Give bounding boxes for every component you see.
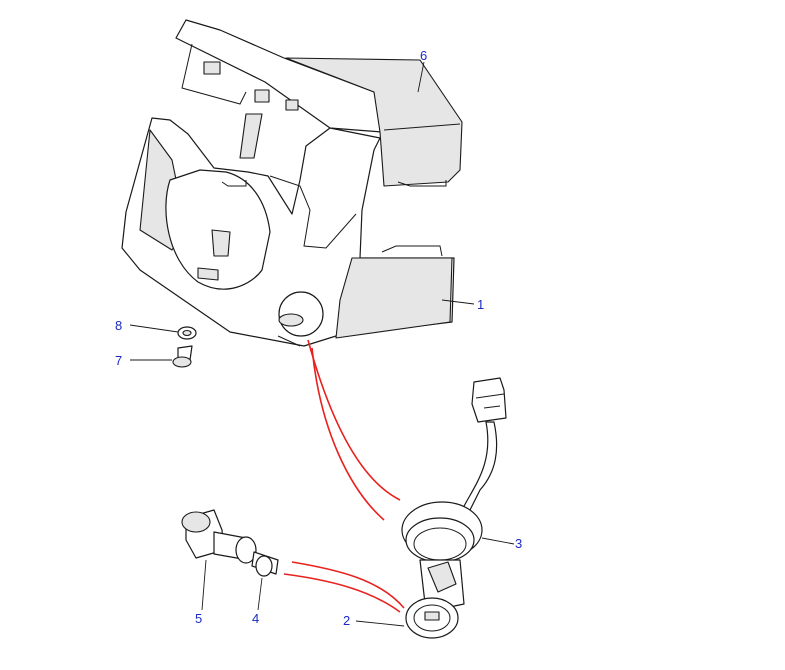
callout-7: 7 (115, 353, 122, 368)
part-2-socket-body (405, 559, 465, 639)
leader-lines (129, 61, 515, 627)
callout-5: 5 (195, 611, 202, 626)
assembly-guide-lines (283, 339, 405, 613)
part-7-screw (172, 345, 193, 368)
part-1-lower-shroud (121, 117, 455, 347)
part-8-washer (177, 326, 197, 340)
guide-line-holder-to-socket-a (291, 561, 405, 609)
callout-8: 8 (115, 318, 122, 333)
part-5-lighter-element (181, 509, 257, 564)
callout-6: 6 (420, 48, 427, 63)
callout-3: 3 (515, 536, 522, 551)
callout-4: 4 (252, 611, 259, 626)
part-3-harness-and-sleeve (401, 377, 507, 563)
callout-1: 1 (477, 297, 484, 312)
guide-line-socket-to-shroud-b (311, 347, 385, 521)
part-4-bulb-holder (251, 551, 279, 577)
guide-line-socket-to-shroud-a (307, 339, 401, 501)
callout-2: 2 (343, 613, 350, 628)
guide-line-holder-to-socket-b (283, 573, 401, 613)
callout-labels: 6 1 8 7 3 2 4 5 (115, 48, 522, 628)
